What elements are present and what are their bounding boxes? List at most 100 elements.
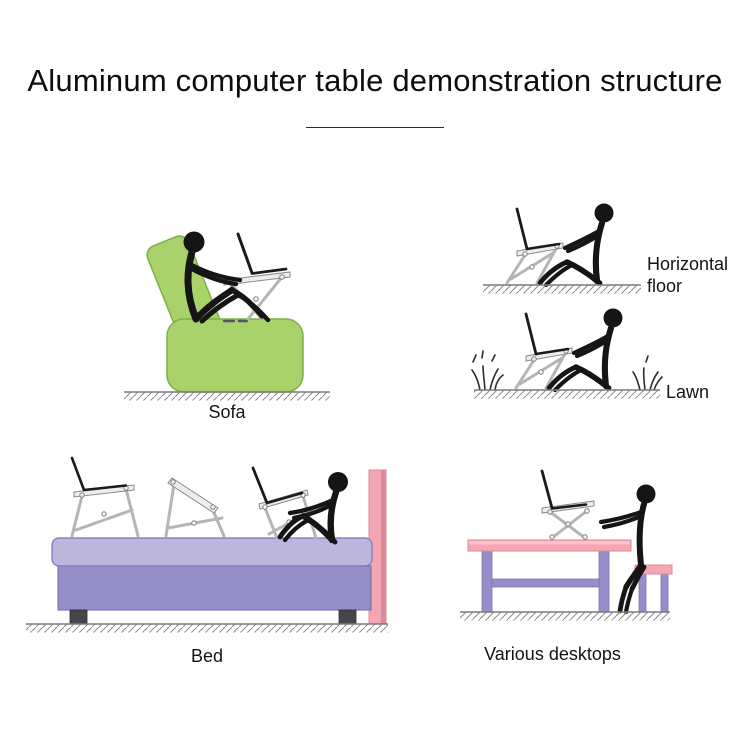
- ground: [474, 389, 660, 399]
- grass-blade: [653, 376, 663, 391]
- laptop-screen: [236, 232, 254, 275]
- stand-joint: [531, 356, 537, 362]
- ground-hatch: [124, 392, 330, 401]
- mattress: [51, 537, 373, 567]
- person-shin: [623, 586, 635, 615]
- ground: [124, 391, 330, 401]
- table-top-highlight: [469, 541, 630, 545]
- laptop-icon: [515, 207, 561, 251]
- person-arm: [187, 265, 239, 287]
- stand-leg: [74, 508, 134, 532]
- person-figure: [277, 472, 348, 545]
- ground-hatch: [460, 612, 670, 621]
- stand-joint: [529, 264, 535, 270]
- lawn-illustration: [471, 308, 663, 399]
- horizontal-floor-label: Horizontal floor: [647, 253, 728, 297]
- laptop-screen: [524, 312, 538, 356]
- stool-leg: [660, 573, 669, 613]
- person-head: [328, 472, 348, 492]
- person-shin: [277, 513, 306, 540]
- laptop-base: [534, 347, 570, 356]
- stand-joint: [549, 534, 555, 540]
- person-thigh: [199, 292, 241, 324]
- laptop-icon: [524, 312, 570, 356]
- laptop-icon: [540, 469, 588, 510]
- grass-blade: [494, 374, 504, 391]
- stand-leg: [124, 487, 140, 538]
- stand-joint: [547, 509, 553, 515]
- stand-joint: [522, 251, 528, 257]
- ground-hatch: [483, 285, 641, 294]
- person-with-stand: [514, 308, 623, 393]
- stand-joint: [538, 369, 544, 375]
- person-head: [603, 308, 623, 328]
- person-arm: [562, 228, 602, 251]
- grass-blade: [649, 371, 659, 391]
- person-torso: [636, 501, 647, 568]
- grass-left-icon: [471, 350, 504, 391]
- table: [467, 539, 632, 613]
- table-leg: [598, 550, 610, 613]
- grass-marks: [645, 355, 649, 363]
- laptop-screen: [70, 456, 86, 492]
- table-leg: [481, 550, 493, 613]
- person-head: [594, 203, 614, 223]
- person-shin: [617, 584, 629, 614]
- person-thigh: [569, 262, 603, 286]
- person-shin: [235, 292, 271, 323]
- stand-joint: [279, 274, 285, 280]
- person-figure: [183, 231, 271, 324]
- person-head: [636, 484, 656, 504]
- sofa-illustration: [124, 231, 330, 401]
- bed-leg: [338, 609, 357, 625]
- stand-joint: [584, 508, 590, 514]
- bed-label: Bed: [190, 646, 224, 666]
- person-arm: [565, 232, 602, 254]
- sofa-seat: [166, 318, 304, 393]
- person-shin: [543, 262, 575, 288]
- stool-leg: [638, 573, 647, 613]
- stand-joint: [262, 504, 268, 510]
- person-figure: [537, 203, 614, 288]
- person-shin: [552, 367, 584, 393]
- headboard-edge: [381, 470, 386, 624]
- person-torso: [184, 248, 200, 323]
- laptop-screen: [540, 469, 554, 510]
- laptop-icon: [236, 232, 288, 275]
- bed-furniture: [51, 469, 387, 625]
- laptop-screen: [251, 466, 269, 505]
- grass-blade: [642, 367, 646, 391]
- grass-blade: [471, 369, 481, 391]
- desktops-illustration: [460, 469, 673, 621]
- person-torso: [601, 324, 615, 390]
- sofa-chair: [146, 235, 304, 393]
- person-arm: [601, 513, 644, 530]
- stand-joint: [210, 504, 216, 510]
- stand-joint: [253, 296, 259, 302]
- stand-platform: [167, 477, 219, 514]
- laptop-base: [250, 267, 288, 275]
- stand-leg: [246, 275, 284, 321]
- page-title: Aluminum computer table demonstration st…: [27, 63, 723, 98]
- stand-leg: [263, 506, 279, 540]
- ground-hatch: [26, 624, 388, 633]
- ground: [26, 623, 388, 633]
- person-shin: [546, 364, 579, 391]
- person-shin: [282, 517, 311, 543]
- person-thigh: [578, 367, 612, 391]
- person-arm: [187, 261, 243, 283]
- laptop-stand-tilted: [164, 477, 226, 538]
- bed-base: [57, 565, 372, 611]
- stand-joint: [101, 511, 107, 517]
- person-shin: [537, 259, 570, 286]
- sofa-label: Sofa: [208, 402, 246, 422]
- title-underline: [306, 127, 444, 128]
- ground: [460, 611, 670, 621]
- grass-right-icon: [632, 355, 663, 391]
- laptop-stand-flat: [70, 456, 140, 538]
- grass-marks: [472, 350, 496, 363]
- stand-joint: [191, 520, 197, 526]
- table-top: [467, 539, 632, 552]
- stand-joint: [79, 492, 85, 498]
